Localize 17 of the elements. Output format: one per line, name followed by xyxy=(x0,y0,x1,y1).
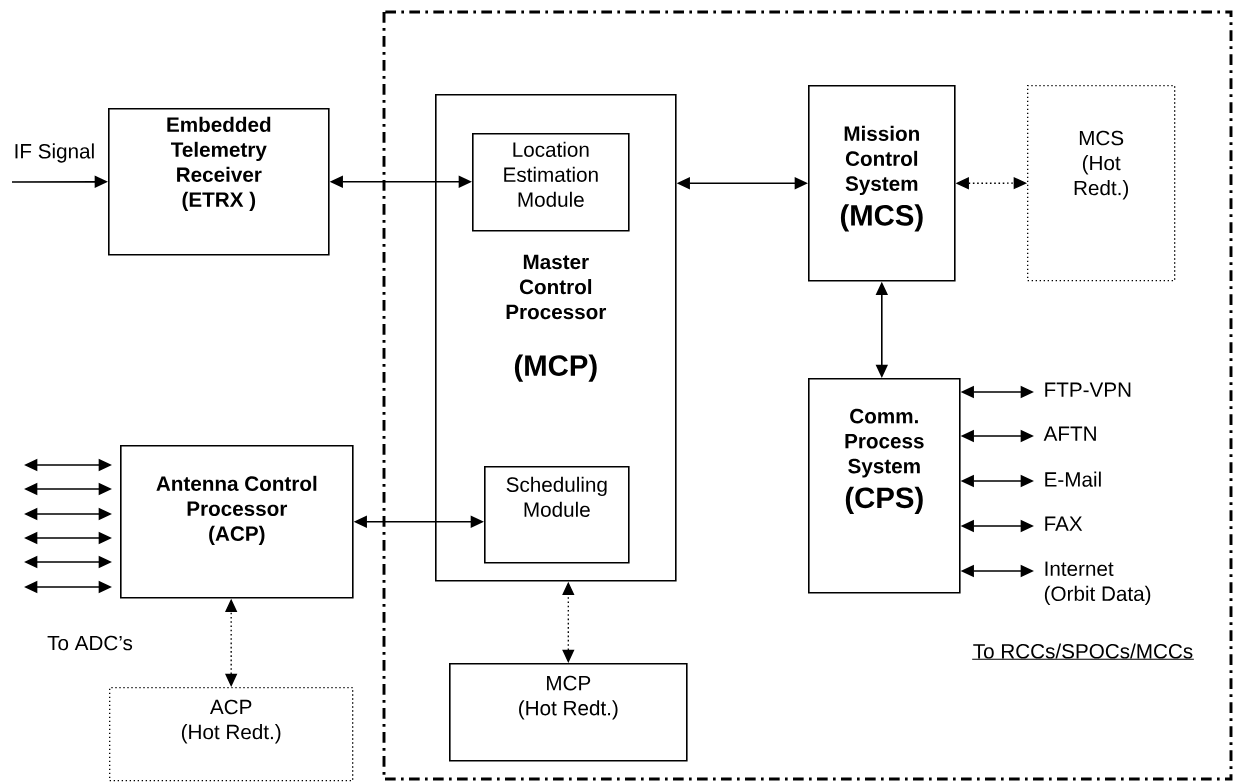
note-label: To RCCs/SPOCs/MCCs xyxy=(971,643,1195,660)
port-label: AFTN xyxy=(1043,426,1096,441)
edge-label: IF Signal xyxy=(15,143,94,163)
port-label: E-Mail xyxy=(1045,471,1101,487)
module-box: Scheduling Module xyxy=(484,466,630,564)
backup-box: MCS (Hot Redt.) xyxy=(1027,85,1176,282)
module-box: Location Estimation Module xyxy=(472,133,630,232)
port-label: FAX xyxy=(1045,516,1083,531)
process-box: Antenna Control Processor (ACP) xyxy=(120,445,354,599)
note-label: To ADC’s xyxy=(47,635,133,651)
process-box: Embedded Telemetry Receiver (ETRX ) xyxy=(108,108,330,256)
process-box: Mission Control System (MCS) xyxy=(808,85,956,282)
process-box: Comm. Process System (CPS) xyxy=(808,378,961,594)
backup-box: MCP (Hot Redt.) xyxy=(449,663,688,762)
port-label: FTP-VPN xyxy=(1045,382,1131,397)
port-label: Internet (Orbit Data) xyxy=(1044,561,1151,606)
backup-box: ACP (Hot Redt.) xyxy=(109,687,354,782)
